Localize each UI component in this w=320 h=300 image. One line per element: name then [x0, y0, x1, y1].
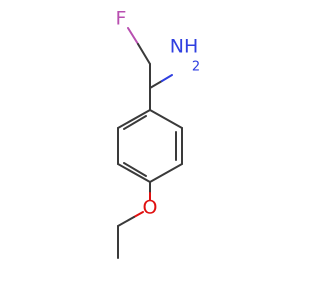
- amine-label-main: NH: [170, 36, 199, 58]
- bond-f-c: [127, 27, 139, 45]
- ring-double-bond-3: [123, 115, 147, 130]
- bond-o-ethyl: [133, 211, 144, 218]
- ring-bond-3: [149, 163, 183, 183]
- molecule-structure: F NH 2 O: [116, 8, 200, 259]
- bond-ch-n: [161, 74, 173, 82]
- oxygen-label: O: [143, 197, 158, 219]
- ring-bond-6: [117, 109, 151, 129]
- ring-bond-1: [149, 109, 183, 129]
- ring-bond-4: [117, 163, 151, 183]
- ring-double-bond-2: [123, 162, 147, 177]
- amine-label-sub: 2: [192, 60, 200, 75]
- bond-ch-n-carbon-side: [149, 80, 163, 89]
- amine-label: NH 2: [170, 36, 200, 75]
- fluorine-label: F: [116, 8, 127, 30]
- bond-o-ethyl-carbon-side: [117, 216, 135, 227]
- bond-f-c-carbon-side: [137, 43, 151, 65]
